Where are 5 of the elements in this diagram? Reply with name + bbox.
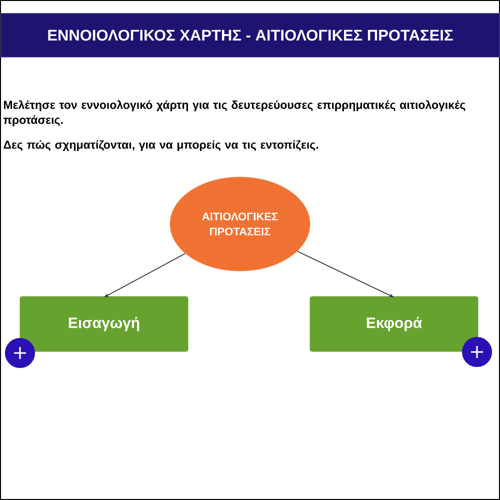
concept-box: Εισαγωγή [20, 296, 188, 352]
title-bar: ΕΝΝΟΙΟΛΟΓΙΚΟΣ ΧΑΡΤΗΣ - ΑΙΤΙΟΛΟΓΙΚΕΣ ΠΡΟΤΑΣΕΙΣ [0, 13, 500, 58]
instruction-text: Δες πώς σχηματίζονται, για να μπορείς να τις εντοπίζεις. [4, 140, 318, 152]
concept-box: Εκφορά [310, 296, 478, 352]
instruction-text: Μελέτησε τον εννοιολογικό χάρτη για τις δευτερεύουσες επιρρηματικές αιτιολογικές προτάσεις. [3, 100, 466, 126]
